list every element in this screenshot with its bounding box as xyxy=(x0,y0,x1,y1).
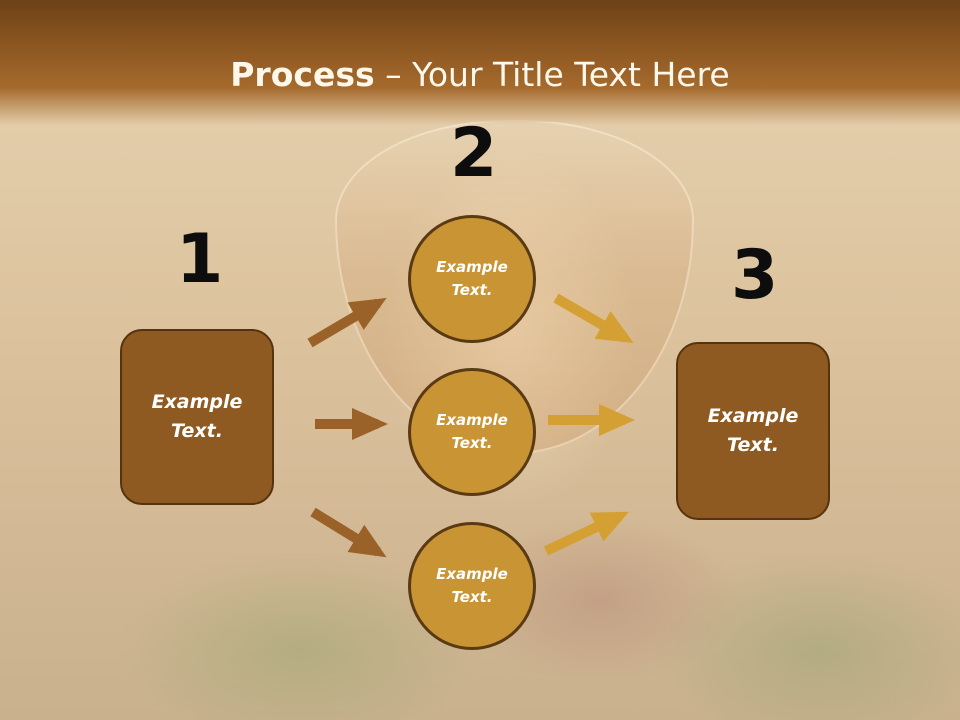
title-rest: – Your Title Text Here xyxy=(374,55,730,94)
arrow-to-circle-bottom xyxy=(310,507,387,558)
circle-label: Example Text. xyxy=(436,258,508,299)
step-number-2: 2 xyxy=(450,114,498,193)
circle-label: Example Text. xyxy=(436,411,508,452)
arrow-from-circle-top xyxy=(553,293,634,344)
title-bold: Process xyxy=(230,55,375,94)
step2-circle-bottom: Example Text. xyxy=(408,522,536,650)
step1-label: Example Text. xyxy=(151,391,243,442)
step3-box: Example Text. xyxy=(676,342,830,520)
step3-label: Example Text. xyxy=(707,405,799,456)
step-number-1: 1 xyxy=(176,220,224,299)
step2-circle-middle: Example Text. xyxy=(408,368,536,496)
title-bar xyxy=(0,0,960,125)
step-number-3: 3 xyxy=(731,236,779,315)
slide-title: Process – Your Title Text Here xyxy=(0,54,960,96)
arrow-to-circle-top xyxy=(307,297,387,348)
step1-box: Example Text. xyxy=(120,329,274,505)
circle-label: Example Text. xyxy=(436,565,508,606)
arrow-from-circle-bottom xyxy=(543,511,630,556)
step2-circle-top: Example Text. xyxy=(408,215,536,343)
